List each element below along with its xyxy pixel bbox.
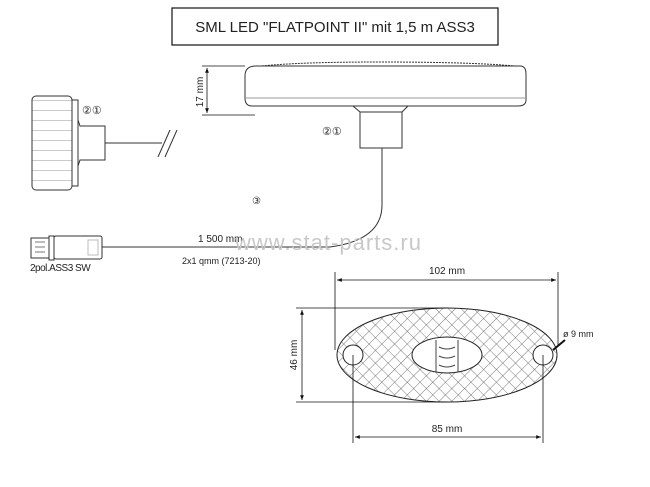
watermark: www.stat-parts.ru	[234, 230, 422, 255]
callout-right: ②①	[322, 126, 342, 138]
drawing-title: SML LED "FLATPOINT II" mit 1,5 m ASS3	[195, 19, 475, 36]
depth-label: 46 mm	[289, 340, 300, 371]
height-label: 17 mm	[195, 77, 206, 108]
hole-spacing-label: 85 mm	[432, 424, 463, 435]
callout-left: ②①	[82, 105, 102, 117]
connector	[30, 235, 330, 261]
hole-diameter-label: ø 9 mm	[563, 329, 594, 339]
connector-label: 2pol.ASS3 SW	[30, 263, 91, 274]
title-box: SML LED "FLATPOINT II" mit 1,5 m ASS3	[171, 7, 499, 46]
plan-dimensions	[296, 272, 566, 443]
lamp-end-view	[31, 95, 178, 191]
callout-cable: ③	[252, 196, 261, 207]
height-dimension	[202, 65, 255, 116]
width-label: 102 mm	[429, 266, 465, 277]
cable-spec-label: 2x1 qmm (7213-20)	[182, 256, 261, 266]
lamp-plan-view	[336, 307, 558, 403]
lamp-side-view	[244, 61, 527, 248]
cable-length-label: 1 500 mm	[198, 234, 242, 245]
